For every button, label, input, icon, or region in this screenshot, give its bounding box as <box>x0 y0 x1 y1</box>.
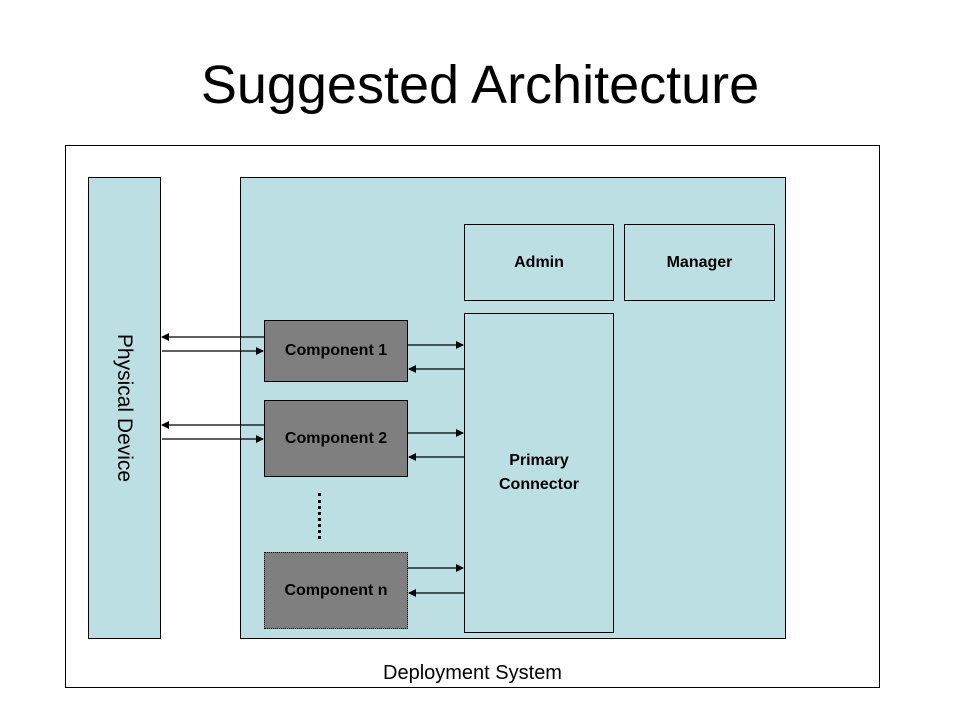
component-1-box: Component 1 <box>264 320 408 382</box>
primary-connector-box: Primary Connector <box>464 313 614 633</box>
component-n-box: Component n <box>264 552 408 629</box>
primary-connector-label: Primary Connector <box>499 452 579 493</box>
ellipsis-dots <box>318 493 321 539</box>
admin-box: Admin <box>464 224 614 301</box>
manager-label: Manager <box>666 253 733 271</box>
physical-device-label: Physical Device <box>113 333 136 483</box>
deployment-system-label: Deployment System <box>383 662 562 684</box>
manager-box: Manager <box>624 224 775 301</box>
component-n-label: Component n <box>284 581 388 599</box>
slide-title: Suggested Architecture <box>200 55 760 115</box>
component-2-box: Component 2 <box>264 400 408 477</box>
physical-device-box <box>88 177 161 639</box>
component-1-label: Component 1 <box>284 342 388 359</box>
admin-label: Admin <box>514 253 564 271</box>
component-2-label: Component 2 <box>284 429 388 447</box>
